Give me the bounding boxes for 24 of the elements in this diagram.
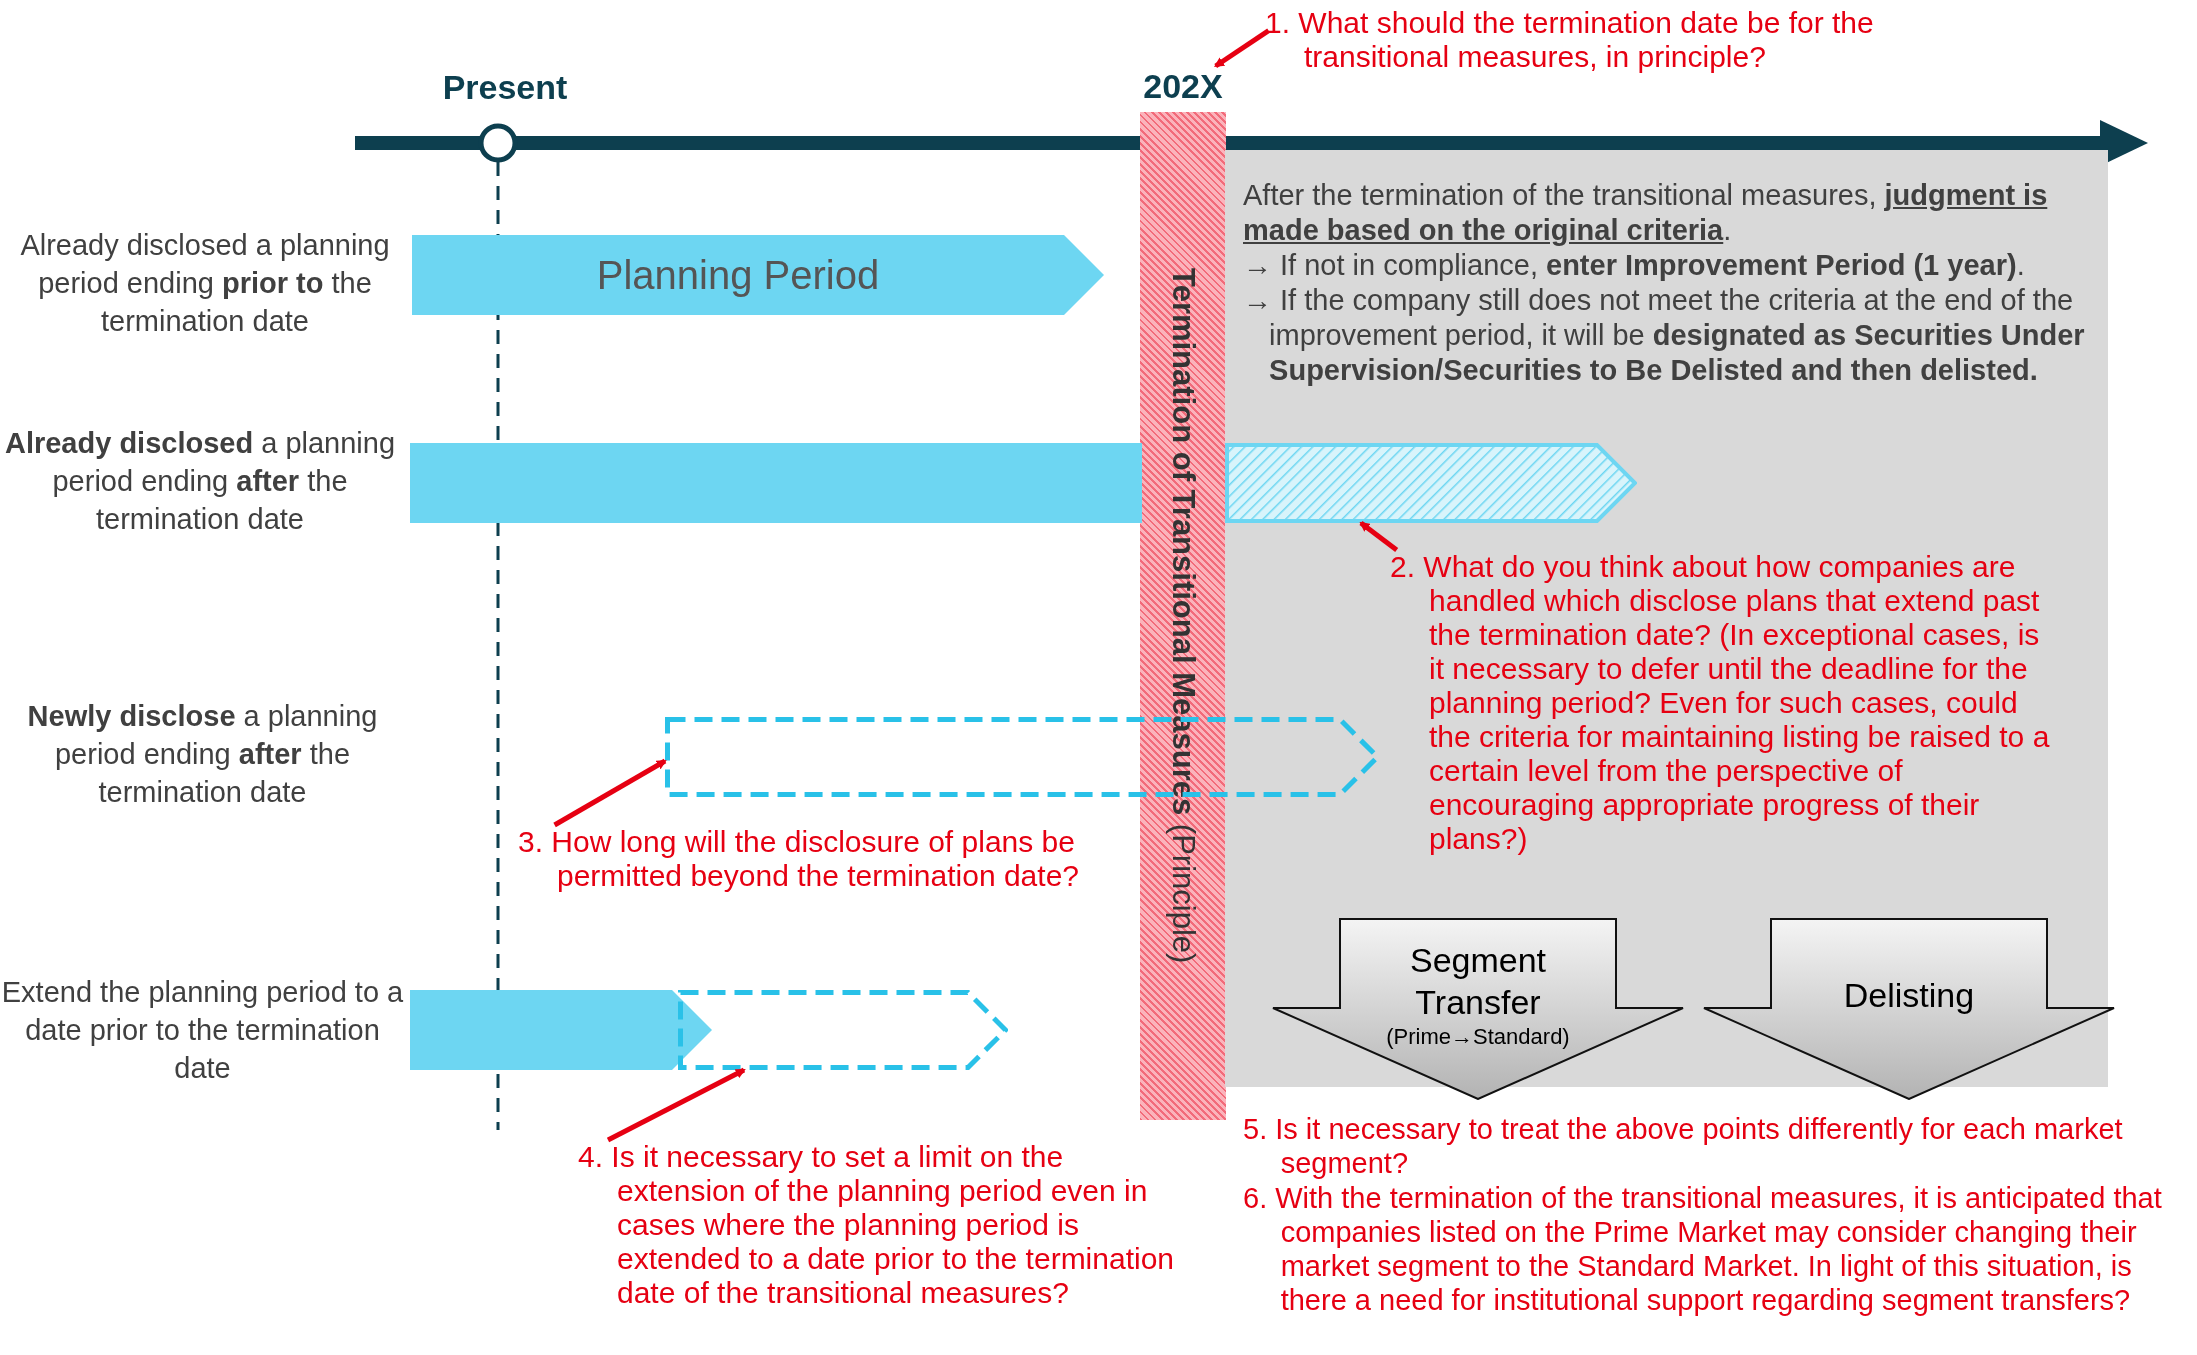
question-text: 2. What do you think about how companies are handled which disclose plans that extend past the termination date? (In exceptional cases, is it necessary to defer until the deadline for the planning period? Even for such cases, could the criteria for maintaining listing be raised to a certain level from the perspective of encouraging appropriate progress of their plans?) <box>1390 550 2051 856</box>
question-text: 6. With the termination of the transitional measures, it is anticipated that companies listed on the Prime Market may consider changing their market segment to the Standard Market. In light of this situation, is there a need for institutional support regarding segment transfers? <box>1243 1181 2163 1317</box>
arrow-sublabel: (Prime→Standard) <box>1386 1023 1570 1051</box>
arrow-label: Segment Transfer <box>1408 940 1548 1023</box>
bar-label: Planning Period <box>596 252 880 299</box>
leader-arrow <box>606 1067 746 1143</box>
panel-text: → If not in compliance, enter Improvement Period (1 year). <box>1243 248 2026 283</box>
question-text: 5. Is it necessary to treat the above points differently for each market segment? <box>1243 1112 2124 1180</box>
band-label: Termination of Transitional Measures (Principle) <box>1165 268 1201 964</box>
row-label: Extend the planning period to a date prior to the termination date <box>0 975 405 1086</box>
row-label: Already disclosed a planning period ending prior to the termination date <box>19 228 391 339</box>
leader-arrow <box>553 758 667 828</box>
arrow-label: Delisting <box>1842 975 1976 1016</box>
timeline-label: Present <box>441 67 569 108</box>
date-label: 202X <box>1142 66 1224 106</box>
leader-arrow <box>1359 521 1399 552</box>
panel-text: → If the company still does not meet the criteria at the end of the improvement period, it will be designated as Securities Under Supervision/Securities to Be Delisted and then delisted. <box>1243 283 2086 388</box>
question-text: 4. Is it necessary to set a limit on the extension of the planning period even in cases where the planning period is extended to a date prior to the termination date of the transitional measures? <box>578 1140 1176 1310</box>
question-text: 1. What should the termination date be for the transitional measures, in principle? <box>1265 6 1875 74</box>
row-label: Newly disclose a planning period ending after the termination date <box>26 699 379 810</box>
question-text: 3. How long will the disclosure of plans be permitted beyond the termination date? <box>518 825 1080 893</box>
row-label: Already disclosed a planning period ending after the termination date <box>3 426 397 537</box>
leader-arrow <box>1214 28 1270 69</box>
panel-text: After the termination of the transitional measures, judgment is made based on the original criteria. <box>1243 178 2049 248</box>
